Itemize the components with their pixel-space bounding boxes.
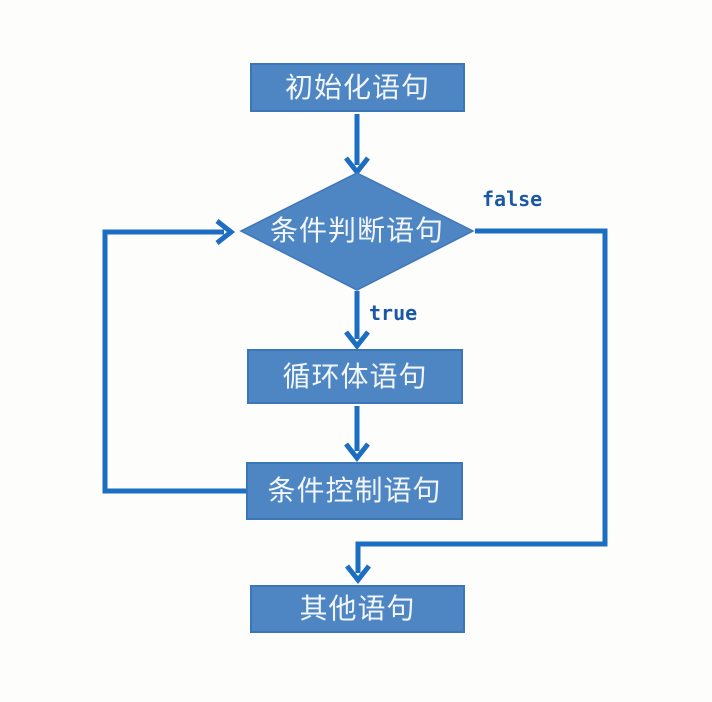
edge-init-to-cond: [344, 114, 370, 177]
node-other-statement[interactable]: 其他语句: [250, 585, 465, 633]
node-label: 条件判断语句: [269, 214, 444, 247]
edge-control-to-cond-loop: [102, 219, 246, 494]
decision-diamond[interactable]: [239, 172, 475, 291]
node-condition-control-statement[interactable]: 条件控制语句: [246, 462, 463, 520]
node-label: 循环体语句: [282, 359, 428, 393]
edge-label-false: false: [482, 187, 543, 211]
decision-diamond-label: 条件判断语句: [237, 217, 477, 245]
edge-label-true: true: [369, 301, 418, 325]
edge-cond-to-body-true: [344, 291, 370, 351]
edge-body-to-control: [344, 406, 370, 463]
node-label: 条件控制语句: [267, 474, 442, 507]
edge-cond-to-other-false: [345, 228, 608, 585]
node-initialization-statement[interactable]: 初始化语句: [250, 63, 465, 112]
node-label: 初始化语句: [284, 70, 430, 104]
node-loop-body-statement[interactable]: 循环体语句: [247, 349, 463, 404]
node-label: 其他语句: [299, 592, 416, 625]
